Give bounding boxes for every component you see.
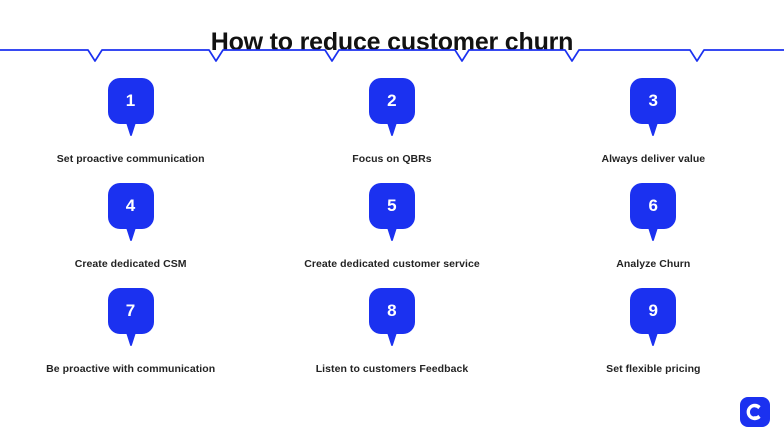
step-number-7: 7 (125, 301, 136, 320)
step-number-9: 9 (648, 301, 659, 320)
step-item-7[interactable]: 7 Be proactive with communication (0, 288, 261, 393)
step-number-8: 8 (387, 301, 397, 320)
step-badge-2[interactable]: 2 (368, 78, 415, 136)
speech-bubble-pin-icon (107, 78, 154, 136)
step-label-3: Always deliver value (601, 153, 706, 165)
speech-bubble-pin-icon (107, 288, 154, 346)
speech-bubble-pin-icon (368, 183, 415, 241)
step-label-1: Set proactive communication (56, 153, 205, 165)
step-badge-3[interactable]: 3 (630, 78, 677, 136)
step-item-8[interactable]: 8 Listen to customers Feedback (261, 288, 522, 393)
step-number-5: 5 (387, 196, 397, 215)
brand-logo[interactable] (740, 397, 770, 427)
step-badge-6[interactable]: 6 (630, 183, 677, 241)
speech-bubble-pin-icon (630, 183, 677, 241)
step-badge-8[interactable]: 8 (368, 288, 415, 346)
speech-bubble-pin-icon (630, 78, 677, 136)
letter-c-logo-icon (740, 397, 770, 427)
step-badge-4[interactable]: 4 (107, 183, 154, 241)
notched-divider (0, 38, 784, 66)
step-number-6: 6 (648, 196, 659, 215)
speech-bubble-pin-icon (368, 78, 415, 136)
step-item-9[interactable]: 9 Set flexible pricing (523, 288, 784, 393)
step-label-7: Be proactive with communication (46, 363, 216, 375)
step-number-4: 4 (125, 196, 136, 215)
speech-bubble-pin-icon (107, 183, 154, 241)
step-label-6: Analyze Churn (616, 258, 691, 270)
step-number-1: 1 (125, 91, 136, 110)
step-number-2: 2 (387, 91, 397, 110)
step-item-1[interactable]: 1 Set proactive communication (0, 78, 261, 183)
page-title: How to reduce customer churn (210, 27, 574, 56)
step-item-6[interactable]: 6 Analyze Churn (523, 183, 784, 288)
step-label-5: Create dedicated customer service (304, 258, 480, 270)
steps-grid: 1 Set proactive communication 2 Focus on… (0, 78, 784, 398)
speech-bubble-pin-icon (368, 288, 415, 346)
step-item-3[interactable]: 3 Always deliver value (523, 78, 784, 183)
step-item-2[interactable]: 2 Focus on QBRs (261, 78, 522, 183)
step-badge-9[interactable]: 9 (630, 288, 677, 346)
step-item-4[interactable]: 4 Create dedicated CSM (0, 183, 261, 288)
step-label-4: Create dedicated CSM (74, 258, 187, 270)
step-badge-7[interactable]: 7 (107, 288, 154, 346)
step-badge-1[interactable]: 1 (107, 78, 154, 136)
step-label-2: Focus on QBRs (352, 153, 432, 165)
notched-rule-icon (0, 49, 784, 62)
speech-bubble-pin-icon (630, 288, 677, 346)
step-label-9: Set flexible pricing (606, 363, 701, 375)
step-label-8: Listen to customers Feedback (315, 363, 469, 375)
step-badge-5[interactable]: 5 (368, 183, 415, 241)
step-number-3: 3 (648, 91, 659, 110)
step-item-5[interactable]: 5 Create dedicated customer service (261, 183, 522, 288)
